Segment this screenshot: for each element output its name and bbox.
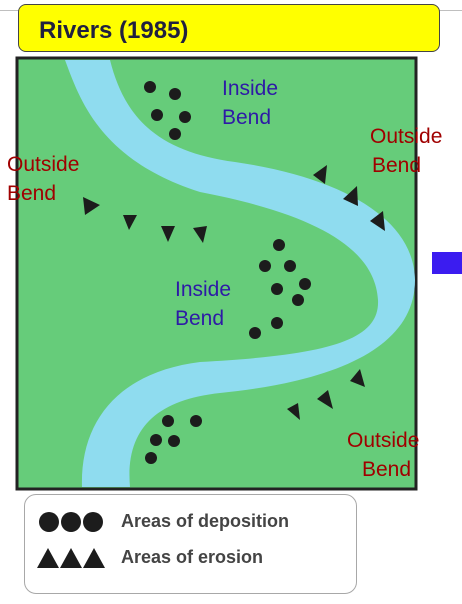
outside-bend-label-bottom-right: Outside Bend [347,426,419,484]
deposition-dot [299,278,311,290]
deposition-dot [179,111,191,123]
label-line: Bend [222,106,272,129]
erosion-markers [83,165,385,420]
outside-bend-label-top-right: Outside Bend [370,122,442,180]
erosion-triangle [350,369,365,387]
deposition-legend-label: Areas of deposition [121,511,290,531]
erosion-legend-icon [37,548,105,568]
deposition-dot [284,260,296,272]
erosion-triangle [343,186,358,206]
deposition-dot [169,88,181,100]
label-line: Outside [347,429,420,452]
diagram-title: Rivers (1985) [39,17,189,44]
land-area [15,56,418,491]
erosion-legend-label: Areas of erosion [121,547,264,567]
legend-row-deposition: Areas of deposition [37,508,347,538]
side-tab-marker [432,252,462,274]
deposition-dot [151,109,163,121]
label-line: Bend [362,458,412,481]
inside-bend-label-top: Inside Bend [222,74,278,132]
inside-bend-label-middle: Inside Bend [175,275,231,333]
deposition-dot [273,239,285,251]
erosion-triangle [313,165,327,184]
erosion-triangle [370,211,385,231]
label-line: Bend [175,307,225,330]
erosion-triangle [161,226,175,242]
deposition-dot [249,327,261,339]
deposition-dot [144,81,156,93]
label-line: Inside [222,77,279,100]
deposition-dot [162,415,174,427]
outside-bend-label-left: Outside Bend [7,150,79,208]
erosion-triangle [287,403,300,420]
legend-row-erosion: Areas of erosion [37,544,347,574]
erosion-triangle [317,390,333,409]
label-line: Bend [7,182,57,205]
deposition-dot [292,294,304,306]
deposition-markers [144,81,311,464]
deposition-legend-icon [39,512,103,532]
deposition-dot [259,260,271,272]
deposition-dot [271,283,283,295]
legend-box: Areas of deposition Areas of erosion [24,494,357,594]
erosion-triangle [123,215,137,230]
deposition-dot [150,434,162,446]
deposition-dot [168,435,180,447]
label-line: Outside [370,125,443,148]
erosion-triangle [193,226,207,243]
deposition-dot [271,317,283,329]
river-channel [65,60,415,487]
deposition-dot [190,415,202,427]
deposition-dot [145,452,157,464]
label-line: Outside [7,153,80,176]
erosion-triangle [83,197,100,215]
title-banner: Rivers (1985) [18,4,440,52]
label-line: Inside [175,278,232,301]
label-line: Bend [372,154,422,177]
deposition-dot [169,128,181,140]
